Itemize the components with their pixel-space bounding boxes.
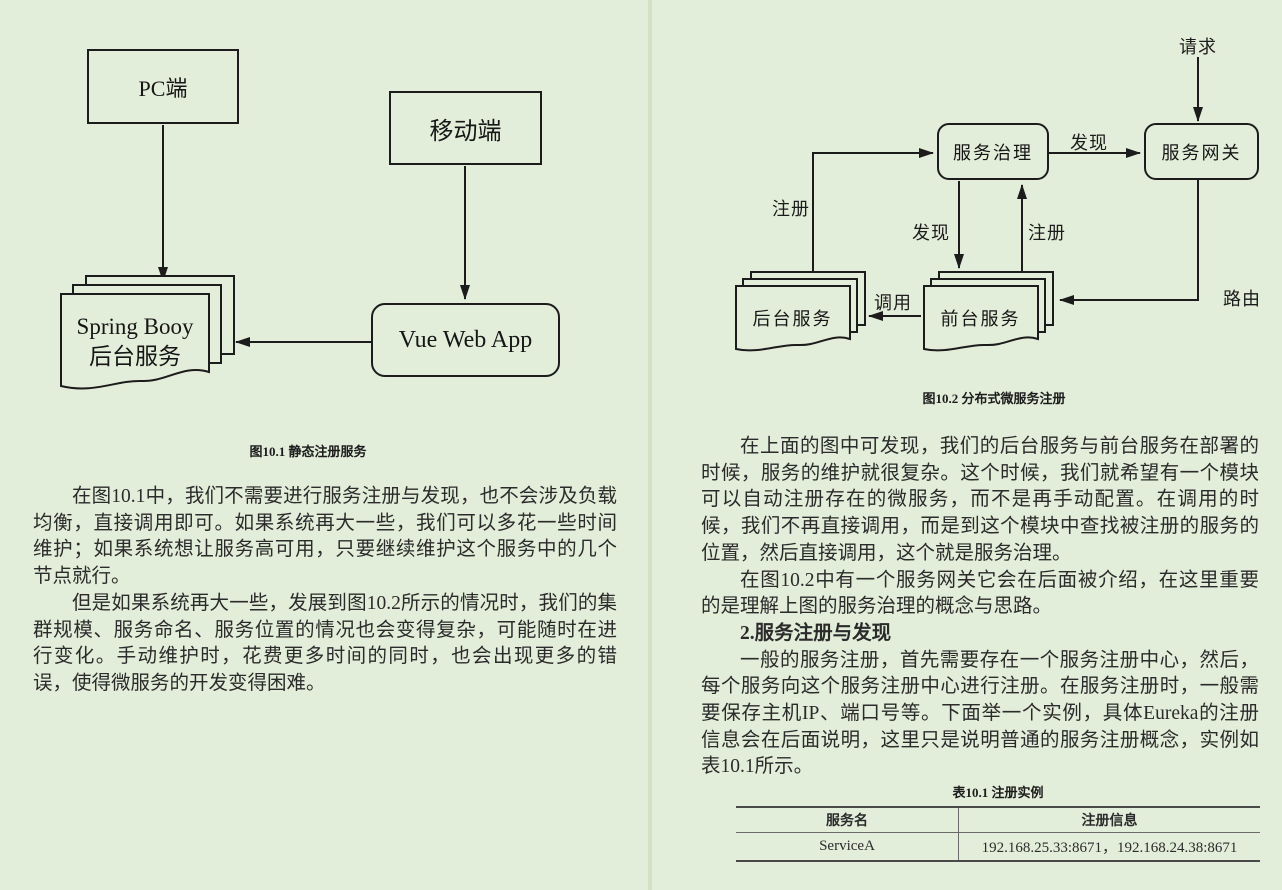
fig2-label-discover-mid: 发现 [912, 223, 950, 243]
fig2-request-label: 请求 [1179, 37, 1217, 57]
left-page-text: 在图10.1中，我们不需要进行服务注册与发现，也不会涉及负载均衡，直接调用即可。… [33, 484, 617, 698]
fig1-backend-label: Spring Booy 后台服务 [60, 312, 210, 372]
fig2-line-route [1059, 180, 1199, 305]
table-header-row: 服务名 注册信息 [736, 808, 1260, 833]
right-section-heading: 2.服务注册与发现 [740, 622, 892, 644]
fig2-arrows [812, 57, 1203, 321]
fig1-node-vue-label: Vue Web App [398, 326, 533, 353]
table-caption: 表10.1 注册实例 [952, 785, 1044, 800]
fig2-label-register-mid: 注册 [1028, 223, 1066, 243]
fig2-frontend-label: 前台服务 [940, 309, 1021, 329]
fig2-backend-doc-stack [735, 271, 866, 352]
table-header-register-info: 注册信息 [958, 808, 1260, 832]
table-header-service-name: 服务名 [826, 814, 868, 829]
fig1-node-vue: Vue Web App [371, 303, 560, 377]
fig2-label-discover-top: 发现 [1070, 133, 1108, 153]
fig2-caption: 图10.2 分布式微服务注册 [922, 391, 1066, 406]
fig1-node-pc: PC端 [87, 49, 239, 124]
registration-table: 服务名 注册信息 ServiceA 192.168.25.33:8671，192… [736, 806, 1260, 862]
fig1-backend-doc-stack [60, 275, 235, 390]
right-page-text: 在上面的图中可发现，我们的后台服务与前台服务在部署的时候，服务的维护就很复杂。这… [701, 434, 1259, 781]
right-paragraph-1: 在上面的图中可发现，我们的后台服务与前台服务在部署的时候，服务的维护就很复杂。这… [701, 436, 1259, 564]
fig1-backend-label-line2: 后台服务 [89, 344, 181, 369]
fig2-node-gateway-label: 服务网关 [1161, 142, 1242, 163]
fig2-backend-label: 后台服务 [752, 309, 833, 329]
fig2-frontend-doc-stack [923, 271, 1054, 352]
left-paragraph-2: 但是如果系统再大一些，发展到图10.2所示的情况时，我们的集群规模、服务命名、服… [33, 592, 617, 694]
left-paragraph-1: 在图10.1中，我们不需要进行服务注册与发现，也不会涉及负载均衡，直接调用即可。… [33, 486, 617, 588]
fig1-node-pc-label: PC端 [138, 75, 188, 101]
fig1-caption: 图10.1 静态注册服务 [249, 444, 367, 459]
fig2-node-governance-label: 服务治理 [953, 142, 1033, 163]
fig2-label-invoke: 调用 [874, 293, 912, 313]
table-row: ServiceA 192.168.25.33:8671，192.168.24.3… [736, 833, 1260, 860]
table-cell-service-name: ServiceA [819, 838, 875, 854]
right-paragraph-2: 在图10.2中有一个服务网关它会在后面被介绍，在这里重要的是理解上图的服务治理的… [701, 569, 1259, 618]
fig2-line-register-left [812, 148, 934, 274]
fig1-node-mobile: 移动端 [389, 91, 542, 165]
fig2-label-register-left: 注册 [772, 199, 810, 219]
fig1-node-mobile-label: 移动端 [429, 118, 502, 145]
fig1-arrows [158, 125, 470, 347]
fig1-backend-label-line1: Spring Booy [76, 314, 194, 339]
right-paragraph-3: 一般的服务注册，首先需要存在一个服务注册中心，然后，每个服务向这个服务注册中心进… [701, 649, 1259, 778]
table-cell-register-info: 192.168.25.33:8671，192.168.24.38:8671 [958, 833, 1260, 860]
page-divider [648, 0, 652, 890]
fig2-node-governance: 服务治理 [937, 123, 1049, 180]
fig2-label-route: 路由 [1223, 289, 1261, 309]
fig2-node-gateway: 服务网关 [1144, 123, 1259, 180]
